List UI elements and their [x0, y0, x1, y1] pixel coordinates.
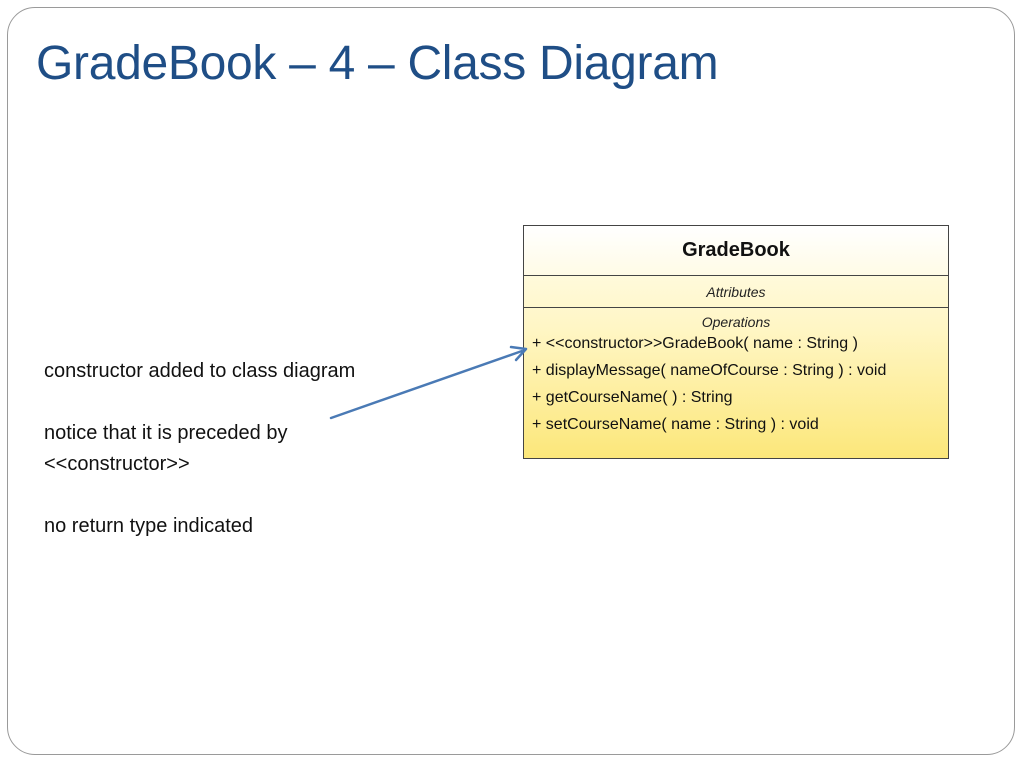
note-constructor-added: constructor added to class diagram	[44, 360, 356, 382]
uml-operation-constructor: + <<constructor>>GradeBook( name : Strin…	[532, 335, 858, 352]
note-preceded-by: notice that it is preceded by <<construc…	[44, 422, 288, 475]
uml-operation-set-course-name: + setCourseName( name : String ) : void	[532, 416, 819, 433]
uml-operations-compartment: Operations + <<constructor>>GradeBook( n…	[524, 308, 948, 438]
notes-text-box: constructor added to class diagram notic…	[44, 356, 364, 573]
uml-operations-header: Operations	[701, 314, 771, 330]
uml-class-name: GradeBook	[524, 226, 948, 276]
note-no-return-type: no return type indicated	[44, 515, 254, 537]
uml-operation-display-message: + displayMessage( nameOfCourse : String …	[532, 362, 887, 379]
slide-title: GradeBook – 4 – Class Diagram	[36, 37, 719, 90]
uml-operation-get-course-name: + getCourseName( ) : String	[532, 389, 733, 406]
uml-attributes-compartment: Attributes	[524, 276, 948, 308]
uml-class-box: GradeBook Attributes Operations + <<cons…	[523, 225, 949, 459]
